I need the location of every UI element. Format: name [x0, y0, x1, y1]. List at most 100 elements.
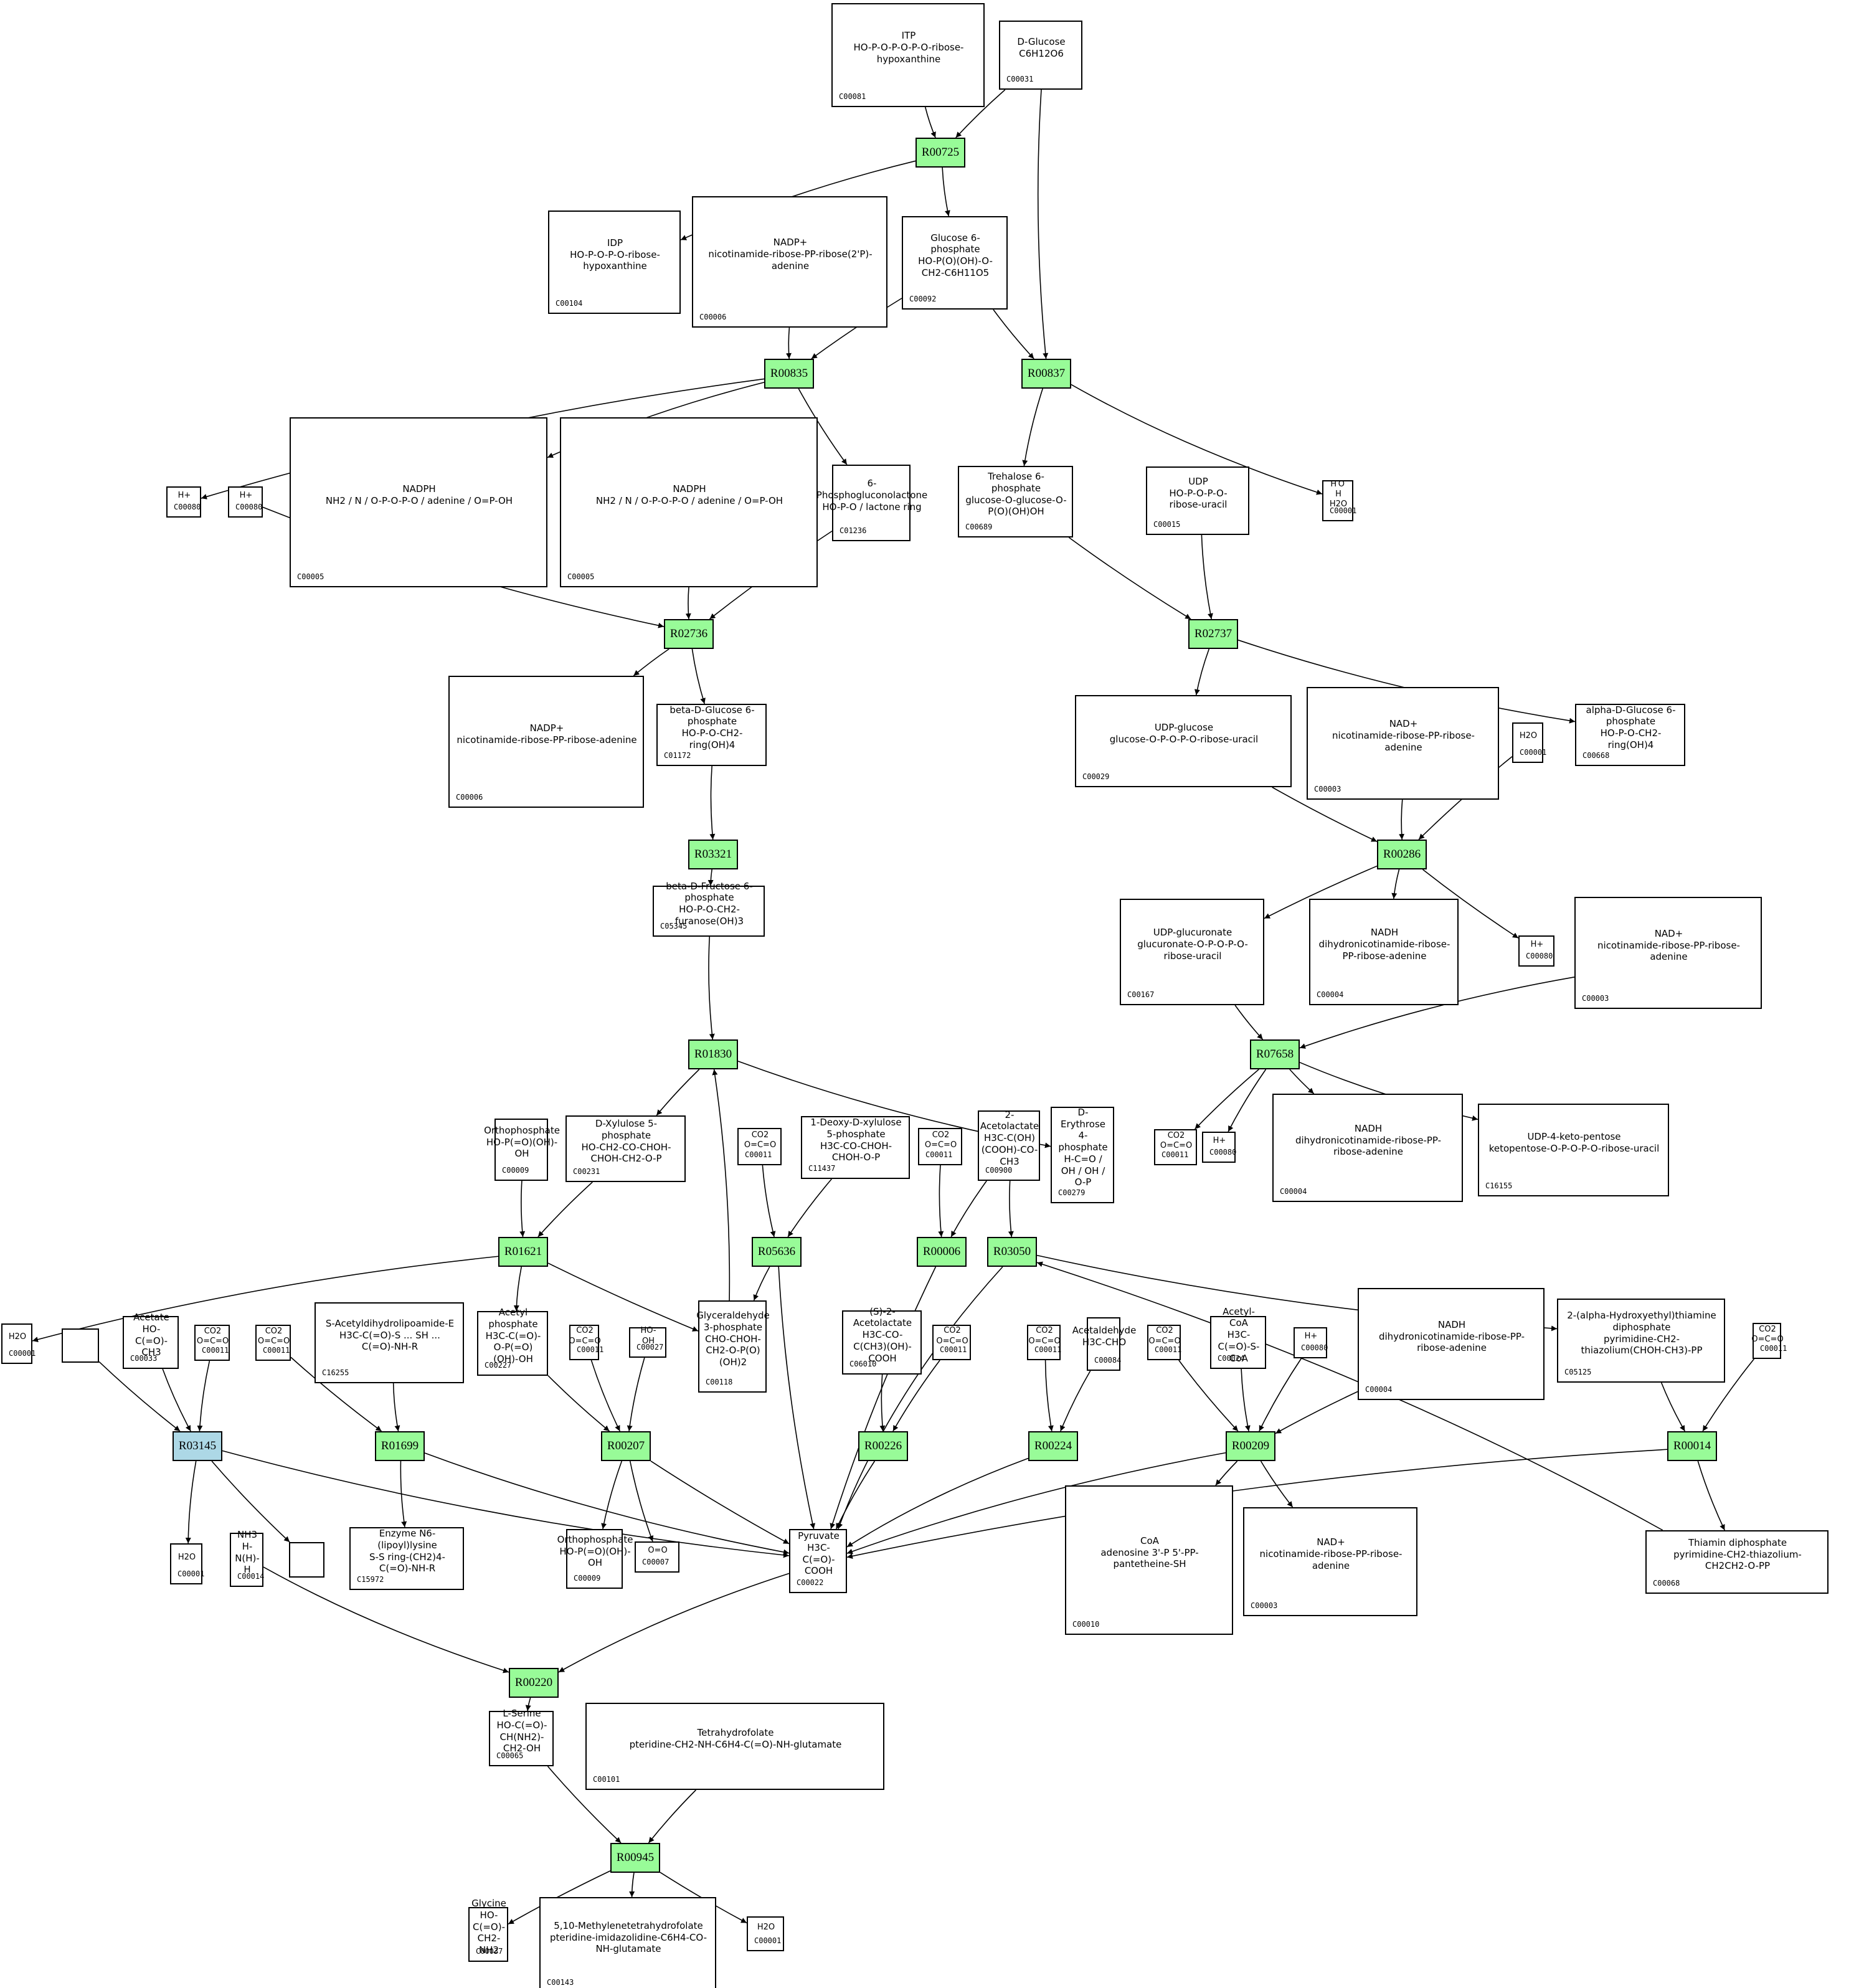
compound-node-c00668[interactable]: alpha-D-Glucose 6-phosphate HO-P-O-CH2-r…	[1575, 704, 1685, 766]
compound-node-c00005[interactable]: NADPH NH2 / N / O-P-O-P-O / adenine / O=…	[560, 417, 818, 587]
edge-c00167-to-r07658	[1234, 1005, 1264, 1040]
reaction-node-r02736[interactable]: R02736	[664, 619, 714, 649]
compound-node-unlabeled[interactable]	[62, 1328, 99, 1363]
compound-node-c00029[interactable]: UDP-glucose glucose-O-P-O-P-O-ribose-ura…	[1075, 695, 1292, 787]
compound-node-c00118[interactable]: Glyceraldehyde 3-phosphate CHO-CHOH-CH2-…	[696, 1300, 770, 1393]
compound-node-c01172[interactable]: beta-D-Glucose 6-phosphate HO-P-O-CH2-ri…	[656, 704, 767, 766]
compound-id-label: C00005	[567, 572, 595, 581]
compound-node-c00279[interactable]: D-Erythrose 4-phosphate H-C=O / OH / OH …	[1051, 1107, 1114, 1203]
compound-node-c00004[interactable]: NADH dihydronicotinamide-ribose-PP-ribos…	[1272, 1094, 1463, 1202]
compound-node-c16255[interactable]: S-Acetyldihydrolipoamide-E H3C-C(=O)-S .…	[315, 1302, 464, 1383]
compound-node-c00143[interactable]: 5,10-Methylenetetrahydrofolate pteridine…	[539, 1897, 716, 1988]
compound-node-c00080[interactable]: H+C00080	[228, 486, 263, 518]
reaction-node-r07658[interactable]: R07658	[1250, 1039, 1300, 1069]
compound-id-label: C00104	[556, 299, 583, 308]
compound-node-c00231[interactable]: D-Xylulose 5-phosphate HO-CH2-CO-CHOH-CH…	[565, 1115, 686, 1182]
compound-node-c00003[interactable]: NAD+ nicotinamide-ribose-PP-ribose-adeni…	[1574, 897, 1762, 1009]
edge-r01621-to-c00227	[513, 1266, 523, 1312]
reaction-node-r00006[interactable]: R00006	[917, 1237, 967, 1267]
compound-node-c00004[interactable]: NADH dihydronicotinamide-ribose-PP-ribos…	[1309, 899, 1459, 1005]
compound-node-c00080[interactable]: H+C00080	[166, 486, 201, 518]
compound-node-c00006[interactable]: NADP+ nicotinamide-ribose-PP-ribose(2'P)…	[692, 196, 887, 328]
reaction-node-r00725[interactable]: R00725	[915, 138, 965, 168]
reaction-node-r01699[interactable]: R01699	[375, 1431, 425, 1461]
compound-node-c00167[interactable]: UDP-glucuronate glucuronate-O-P-O-P-O-ri…	[1120, 899, 1264, 1005]
compound-node-c01236[interactable]: 6-Phosphogluconolactone HO-P-O / lactone…	[816, 465, 927, 541]
compound-node-c00003[interactable]: NAD+ nicotinamide-ribose-PP-ribose-adeni…	[1243, 1507, 1417, 1616]
reaction-node-r03321[interactable]: R03321	[688, 840, 738, 869]
reaction-node-r00945[interactable]: R00945	[610, 1843, 660, 1873]
compound-node-c06010[interactable]: (S)-2-Acetolactate H3C-CO-C(CH3)(OH)-COO…	[842, 1306, 922, 1375]
compound-node-unlabeled[interactable]	[289, 1542, 324, 1578]
reaction-node-r00286[interactable]: R00286	[1377, 840, 1427, 869]
compound-node-c00004[interactable]: NADH dihydronicotinamide-ribose-PP-ribos…	[1358, 1288, 1545, 1400]
compound-node-c00080[interactable]: H+C00080	[1202, 1132, 1236, 1163]
compound-node-c00227[interactable]: Acetyl phosphate H3C-C(=O)-O-P(=O)(OH)-O…	[477, 1307, 548, 1376]
compound-node-c00080[interactable]: H+C00080	[1294, 1327, 1328, 1358]
reaction-node-r05636[interactable]: R05636	[752, 1237, 802, 1267]
reaction-node-r01830[interactable]: R01830	[688, 1039, 738, 1069]
compound-node-c00689[interactable]: Trehalose 6-phosphate glucose-O-glucose-…	[958, 466, 1073, 537]
reaction-node-r00226[interactable]: R00226	[858, 1431, 908, 1461]
reaction-node-r00207[interactable]: R00207	[601, 1431, 651, 1461]
compound-node-c11437[interactable]: 1-Deoxy-D-xylulose 5-phosphate H3C-CO-CH…	[801, 1116, 910, 1179]
compound-node-c05345[interactable]: beta-D-Fructose 6-phosphate HO-P-O-CH2-f…	[653, 881, 765, 937]
compound-node-c05125[interactable]: 2-(alpha-Hydroxyethyl)thiamine diphospha…	[1557, 1299, 1725, 1383]
compound-node-c16155[interactable]: UDP-4-keto-pentose ketopentose-O-P-O-P-O…	[1478, 1104, 1669, 1196]
reaction-node-r00220[interactable]: R00220	[509, 1668, 559, 1698]
reaction-node-r00835[interactable]: R00835	[764, 359, 814, 389]
compound-id-label: C00080	[174, 503, 201, 511]
compound-id-label: C00001	[1520, 748, 1547, 757]
compound-node-c00092[interactable]: Glucose 6-phosphate HO-P(O)(OH)-O-CH2-C6…	[902, 216, 1008, 310]
reaction-node-r00224[interactable]: R00224	[1028, 1431, 1078, 1461]
reaction-node-r03050[interactable]: R03050	[987, 1237, 1037, 1267]
compound-node-c00005[interactable]: NADPH NH2 / N / O-P-O-P-O / adenine / O=…	[290, 417, 547, 587]
reaction-node-r00014[interactable]: R00014	[1667, 1431, 1717, 1461]
compound-structure: Pyruvate H3C-C(=O)-COOH	[798, 1530, 840, 1577]
compound-node-c00101[interactable]: Tetrahydrofolate pteridine-CH2-NH-C6H4-C…	[585, 1703, 884, 1790]
compound-node-c00003[interactable]: NAD+ nicotinamide-ribose-PP-ribose-adeni…	[1307, 687, 1499, 800]
compound-node-c00080[interactable]: H+C00080	[1518, 935, 1554, 967]
reaction-node-r03145[interactable]: R03145	[173, 1431, 222, 1461]
compound-node-c15972[interactable]: Enzyme N6-(lipoyl)lysine S-S ring-(CH2)4…	[349, 1527, 464, 1590]
compound-node-c00068[interactable]: Thiamin diphosphate pyrimidine-CH2-thiaz…	[1645, 1530, 1829, 1594]
reaction-node-r02737[interactable]: R02737	[1188, 619, 1238, 649]
reaction-node-r00209[interactable]: R00209	[1226, 1431, 1275, 1461]
compound-node-c00006[interactable]: NADP+ nicotinamide-ribose-PP-ribose-aden…	[448, 676, 644, 808]
compound-structure: 5,10-Methylenetetrahydrofolate pteridine…	[549, 1919, 707, 1955]
reaction-node-r00837[interactable]: R00837	[1021, 359, 1071, 389]
reaction-node-r01621[interactable]: R01621	[498, 1237, 548, 1267]
